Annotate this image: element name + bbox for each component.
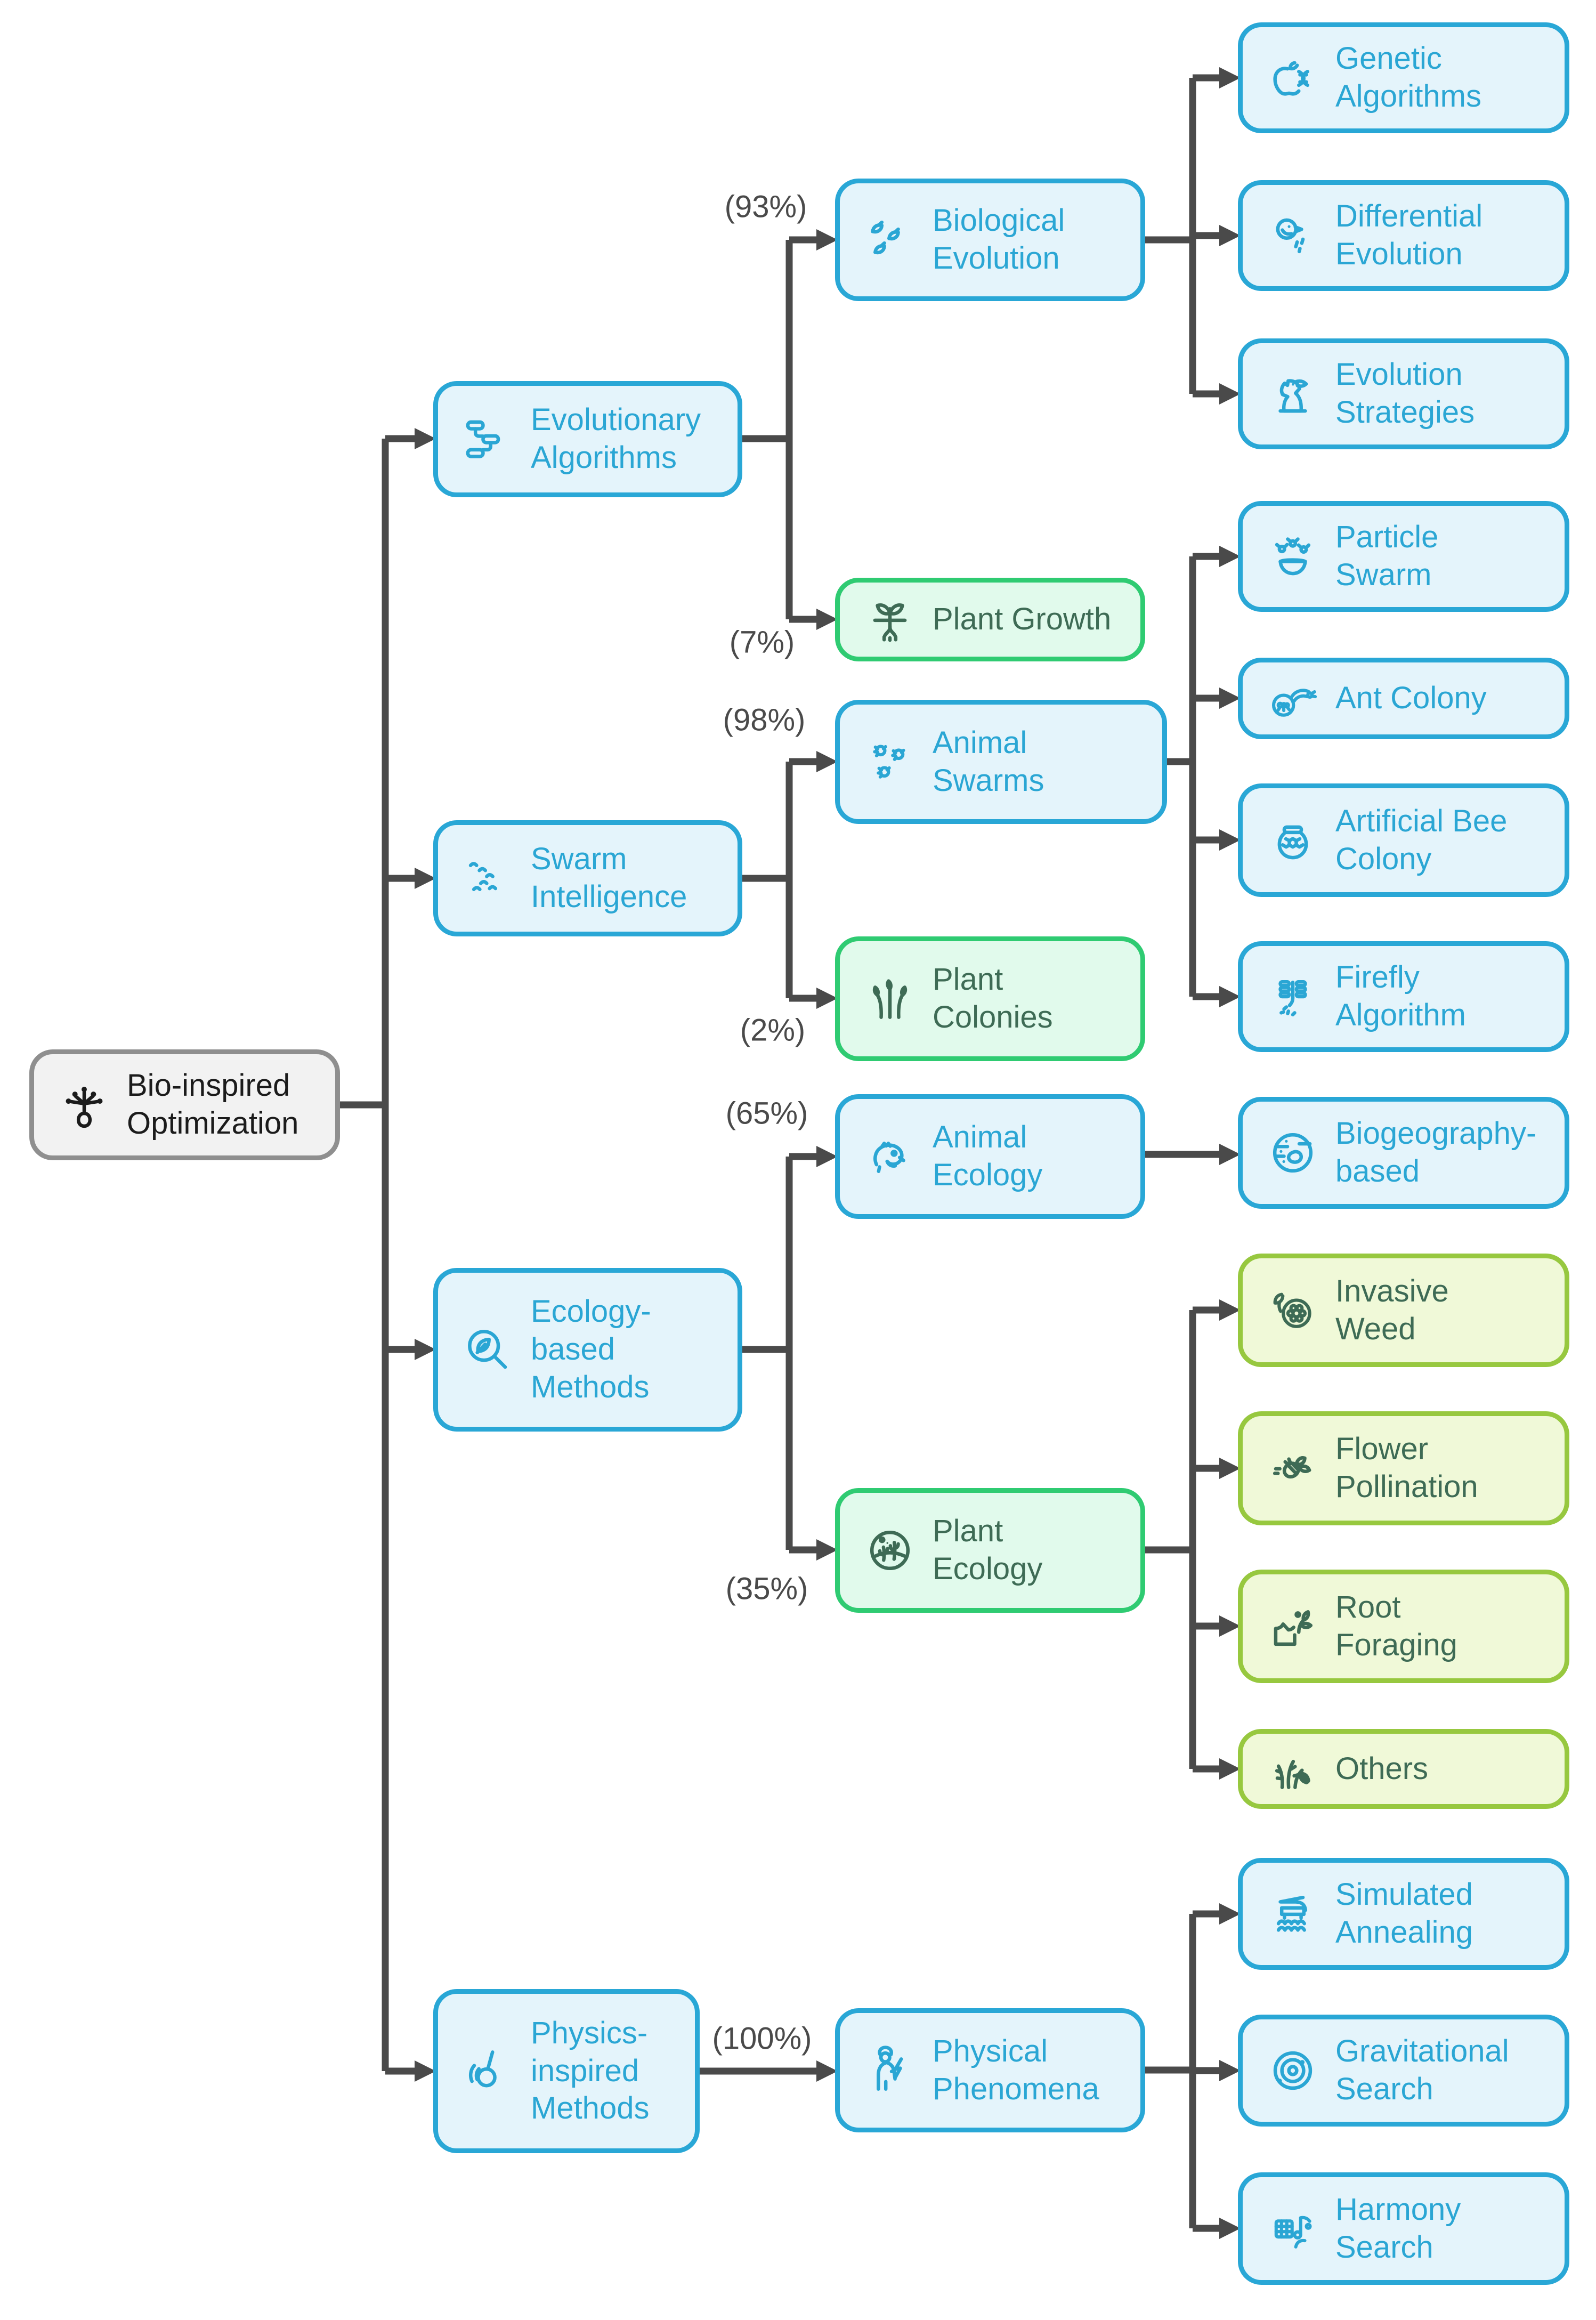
- node-label: Physics-inspired Methods: [531, 2015, 650, 2126]
- forge-icon: [1265, 1886, 1320, 1942]
- node-label: Genetic Algorithms: [1335, 41, 1481, 114]
- node-harmony-search: Harmony Search: [1238, 2172, 1569, 2285]
- node-animal-swarms: Animal Swarms: [835, 700, 1167, 824]
- node-plant-growth: Plant Growth: [835, 578, 1145, 661]
- node-label: Plant Ecology: [933, 1514, 1043, 1586]
- flowchart-icon: [460, 411, 516, 467]
- node-root-foraging: Root Foraging: [1238, 1570, 1569, 1683]
- node-label: Particle Swarm: [1335, 520, 1439, 592]
- leaf-magnifier-icon: [460, 1322, 516, 1378]
- node-evolutionary-algorithms: Evolutionary Algorithms: [433, 381, 742, 497]
- node-ecology-based-methods: Ecology-based Methods: [433, 1268, 742, 1432]
- percent-label-physical-phenomena: (100%): [712, 2021, 812, 2056]
- node-artificial-bee-colony: Artificial Bee Colony: [1238, 783, 1569, 897]
- node-label: Evolutionary Algorithms: [531, 402, 701, 475]
- terrarium-icon: [862, 1523, 918, 1578]
- node-evolution-strategies: Evolution Strategies: [1238, 338, 1569, 449]
- node-label: Physical Phenomena: [933, 2033, 1099, 2106]
- node-biological-evolution: Biological Evolution: [835, 179, 1145, 301]
- node-physical-phenomena: Physical Phenomena: [835, 2008, 1145, 2132]
- node-differential-evolution: Differential Evolution: [1238, 180, 1569, 291]
- node-label: Simulated Annealing: [1335, 1877, 1473, 1950]
- node-bio-inspired-optimization: Bio-inspired Optimization: [29, 1049, 340, 1160]
- sprout-roots-icon: [862, 592, 918, 648]
- node-label: Differential Evolution: [1335, 199, 1483, 271]
- node-swarm-intelligence: Swarm Intelligence: [433, 820, 742, 936]
- leaves-birds-icon: [862, 212, 918, 268]
- node-label: Plant Colonies: [933, 962, 1053, 1034]
- node-animal-ecology: Animal Ecology: [835, 1094, 1145, 1219]
- node-simulated-annealing: Simulated Annealing: [1238, 1858, 1569, 1970]
- percent-label-animal-ecology: (65%): [725, 1096, 808, 1131]
- node-label: Root Foraging: [1335, 1589, 1457, 1662]
- node-firefly-algorithm: Firefly Algorithm: [1238, 941, 1569, 1052]
- chess-knight-icon: [1265, 366, 1320, 422]
- node-label: Biological Evolution: [933, 203, 1065, 276]
- node-label: Plant Growth: [933, 602, 1112, 637]
- honey-pot-icon: [1265, 813, 1320, 868]
- lightning-figure-icon: [862, 2043, 918, 2098]
- weed-flower-icon: [1265, 1283, 1320, 1338]
- node-plant-ecology: Plant Ecology: [835, 1488, 1145, 1613]
- bee-icon: [1265, 1441, 1320, 1496]
- node-particle-swarm: Particle Swarm: [1238, 501, 1569, 612]
- node-label: Firefly Algorithm: [1335, 960, 1466, 1032]
- node-label: Artificial Bee Colony: [1335, 803, 1508, 876]
- firefly-icon: [1265, 969, 1320, 1024]
- bird-icon: [1265, 208, 1320, 263]
- node-label: Invasive Weed: [1335, 1273, 1449, 1346]
- node-label: Flower Pollination: [1335, 1432, 1478, 1504]
- percent-label-biological-evolution: (93%): [724, 189, 807, 224]
- bird-flock-icon: [460, 851, 516, 906]
- node-ant-colony: Ant Colony: [1238, 658, 1569, 739]
- node-invasive-weed: Invasive Weed: [1238, 1254, 1569, 1367]
- node-label: Others: [1335, 1751, 1429, 1786]
- node-label: Ecology-based Methods: [531, 1294, 651, 1404]
- node-label: Gravitational Search: [1335, 2034, 1509, 2106]
- pendulum-icon: [460, 2043, 516, 2099]
- ant-tunnel-icon: [1265, 671, 1320, 726]
- chameleon-icon: [862, 1129, 918, 1184]
- percent-label-plant-colonies: (2%): [740, 1013, 806, 1048]
- bees-bowl-icon: [1265, 529, 1320, 584]
- node-label: Biogeography-based: [1335, 1116, 1537, 1189]
- node-flower-pollination: Flower Pollination: [1238, 1411, 1569, 1525]
- percent-label-animal-swarms: (98%): [723, 702, 806, 738]
- insect-swarm-icon: [862, 734, 918, 790]
- tree-icon: [56, 1077, 112, 1133]
- node-genetic-algorithms: Genetic Algorithms: [1238, 22, 1569, 133]
- node-biogeography-based: Biogeography-based: [1238, 1097, 1569, 1209]
- node-physics-inspired-methods: Physics-inspired Methods: [433, 1989, 700, 2153]
- plant-stems-icon: [862, 971, 918, 1026]
- apple-dna-icon: [1265, 50, 1320, 106]
- globe-icon: [1265, 1125, 1320, 1181]
- percent-label-plant-ecology: (35%): [725, 1571, 808, 1606]
- orbit-icon: [1265, 2043, 1320, 2098]
- node-plant-colonies: Plant Colonies: [835, 936, 1145, 1061]
- node-gravitational-search: Gravitational Search: [1238, 2015, 1569, 2127]
- node-label: Evolution Strategies: [1335, 357, 1475, 430]
- node-others: Others: [1238, 1729, 1569, 1809]
- node-label: Ant Colony: [1335, 681, 1487, 716]
- node-label: Bio-inspired Optimization: [127, 1068, 299, 1141]
- node-label: Animal Ecology: [933, 1120, 1043, 1192]
- node-label: Animal Swarms: [933, 725, 1044, 798]
- music-grid-icon: [1265, 2201, 1320, 2257]
- percent-label-plant-growth: (7%): [729, 625, 795, 660]
- node-label: Harmony Search: [1335, 2192, 1461, 2265]
- soil-sprout-icon: [1265, 1599, 1320, 1654]
- weeds-icon: [1265, 1741, 1320, 1797]
- node-label: Swarm Intelligence: [531, 842, 687, 914]
